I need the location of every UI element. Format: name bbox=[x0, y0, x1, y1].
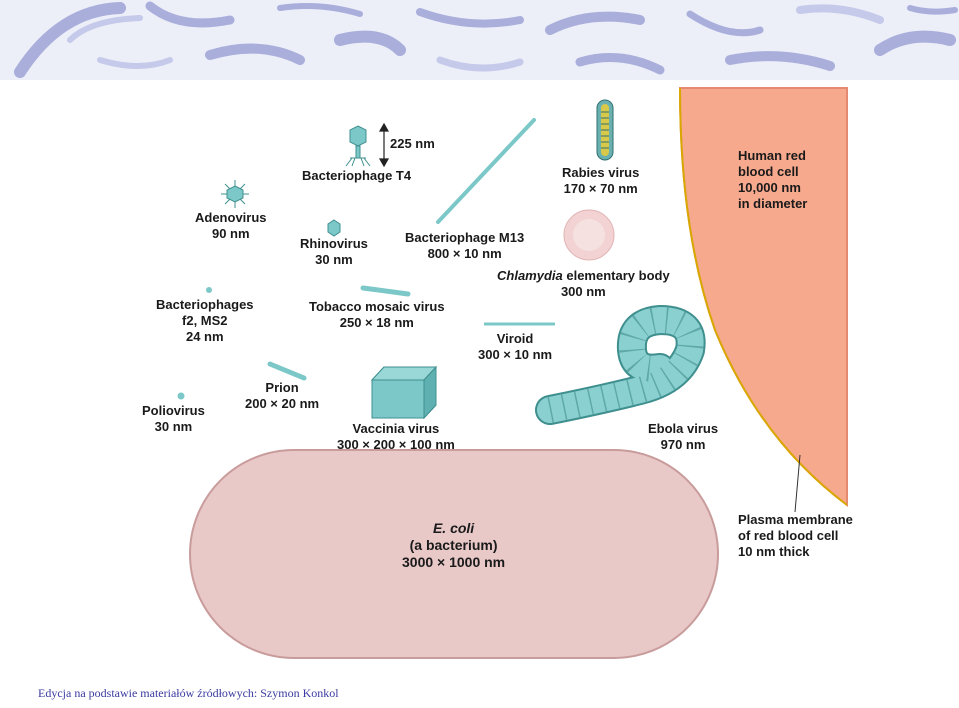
pm-line-3: 10 nm thick bbox=[738, 544, 810, 559]
t4-name-label: Bacteriophage T4 bbox=[302, 168, 412, 183]
vaccinia-size: 300 × 200 × 100 nm bbox=[337, 437, 455, 452]
poliovirus bbox=[177, 392, 185, 400]
chlamydia-name-rest: elementary body bbox=[562, 268, 670, 283]
rabies-name: Rabies virus bbox=[562, 165, 640, 180]
poliovirus-size: 30 nm bbox=[154, 419, 193, 434]
t4-size-label: 225 nm bbox=[390, 136, 435, 151]
adenovirus-size: 90 nm bbox=[211, 226, 250, 241]
ebola-name: Ebola virus bbox=[648, 421, 719, 436]
rhinovirus bbox=[327, 219, 341, 237]
pm-line-1: Plasma membrane bbox=[738, 512, 853, 527]
viroid-size: 300 × 10 nm bbox=[478, 347, 553, 362]
tmv-label: Tobacco mosaic virus 250 × 18 nm bbox=[309, 299, 445, 331]
viroid-label: Viroid 300 × 10 nm bbox=[478, 331, 552, 363]
m13-label: Bacteriophage M13 800 × 10 nm bbox=[405, 230, 524, 262]
chlamydia-name: Chlamydia elementary body bbox=[497, 268, 670, 284]
rbc-line-1: Human red bbox=[738, 148, 806, 163]
rabies-label: Rabies virus 170 × 70 nm bbox=[562, 165, 639, 197]
decorative-banner bbox=[0, 0, 959, 80]
vaccinia-label: Vaccinia virus 300 × 200 × 100 nm bbox=[337, 421, 455, 453]
ecoli-label: E. coli (a bacterium) 3000 × 1000 nm bbox=[402, 520, 505, 571]
virus-size-diagram bbox=[177, 87, 848, 659]
ecoli-cell bbox=[189, 449, 719, 659]
bacteriophage-t4 bbox=[345, 125, 371, 167]
ecoli-name: E. coli bbox=[432, 520, 475, 536]
m13-size: 800 × 10 nm bbox=[427, 246, 502, 261]
adenovirus-label: Adenovirus 90 nm bbox=[195, 210, 267, 242]
chlamydia-label: Chlamydia elementary body 300 nm bbox=[497, 268, 670, 300]
poliovirus-name: Poliovirus bbox=[142, 403, 205, 418]
prion-size: 200 × 20 nm bbox=[245, 396, 320, 411]
f2-name-2: f2, MS2 bbox=[182, 313, 228, 328]
m13-name: Bacteriophage M13 bbox=[405, 230, 525, 245]
prion bbox=[267, 361, 307, 381]
adenovirus-name: Adenovirus bbox=[195, 210, 267, 225]
plasma-membrane-label: Plasma membrane of red blood cell 10 nm … bbox=[738, 512, 853, 560]
vaccinia-virus bbox=[370, 365, 438, 420]
f2-ms2-label: Bacteriophages f2, MS2 24 nm bbox=[156, 297, 254, 345]
ecoli-size: 3000 × 1000 nm bbox=[402, 554, 506, 570]
rhinovirus-size: 30 nm bbox=[315, 252, 353, 267]
tobacco-mosaic-virus bbox=[360, 285, 411, 297]
prion-label: Prion 200 × 20 nm bbox=[245, 380, 319, 412]
ebola-virus bbox=[535, 304, 706, 425]
tmv-size: 250 × 18 nm bbox=[339, 315, 414, 330]
size-arrow bbox=[378, 122, 390, 168]
poliovirus-label: Poliovirus 30 nm bbox=[142, 403, 205, 435]
chlamydia-inner bbox=[573, 219, 605, 251]
vaccinia-name: Vaccinia virus bbox=[352, 421, 440, 436]
plasma-membrane-pointer bbox=[794, 454, 801, 513]
ebola-size: 970 nm bbox=[660, 437, 706, 452]
rabies-virus bbox=[596, 99, 614, 161]
prion-name: Prion bbox=[265, 380, 299, 395]
ecoli-desc: (a bacterium) bbox=[409, 537, 498, 553]
viroid-name: Viroid bbox=[496, 331, 534, 346]
tmv-name: Tobacco mosaic virus bbox=[309, 299, 445, 314]
ebola-label: Ebola virus 970 nm bbox=[648, 421, 718, 453]
chlamydia-genus: Chlamydia bbox=[497, 268, 563, 283]
bacteriophage-m13 bbox=[436, 118, 536, 224]
plasma-membrane-edge bbox=[679, 87, 848, 506]
f2-size: 24 nm bbox=[185, 329, 224, 344]
chlamydia-body bbox=[563, 209, 615, 261]
bacteriophage-f2 bbox=[206, 287, 212, 293]
f2-name-1: Bacteriophages bbox=[156, 297, 254, 312]
pm-line-2: of red blood cell bbox=[738, 528, 839, 543]
adenovirus bbox=[221, 180, 249, 208]
rbc-line-2: blood cell bbox=[738, 164, 799, 179]
rbc-line-4: in diameter bbox=[738, 196, 808, 211]
rhinovirus-name: Rhinovirus bbox=[300, 236, 368, 251]
rhinovirus-label: Rhinovirus 30 nm bbox=[300, 236, 368, 268]
red-blood-cell-label: Human red blood cell 10,000 nm in diamet… bbox=[738, 148, 807, 212]
footer-credit: Edycja na podstawie materiałów źródłowyc… bbox=[38, 686, 339, 700]
rbc-line-3: 10,000 nm bbox=[738, 180, 801, 195]
chlamydia-size: 300 nm bbox=[560, 284, 606, 299]
rabies-size: 170 × 70 nm bbox=[563, 181, 638, 196]
